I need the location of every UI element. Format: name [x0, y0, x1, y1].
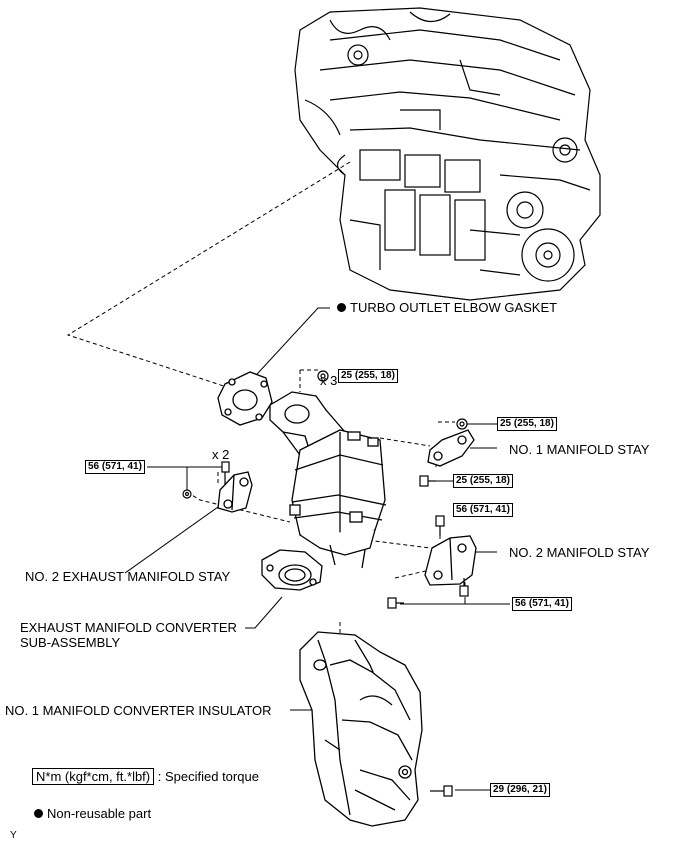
fasteners [182, 370, 469, 797]
torque-insulator-bolt: 29 (296, 21) [490, 783, 550, 797]
gasket-leader-dashed [66, 161, 351, 393]
figure-code: Y [10, 830, 17, 841]
stay1-lower-bolt [419, 475, 436, 487]
no2-exhaust-manifold-stay [217, 471, 253, 513]
stay2-lower-bolt-right [459, 578, 469, 597]
no2-manifold-stay [424, 535, 477, 586]
turbo-outlet-gasket [217, 371, 273, 426]
legend-nonreusable: Non-reusable part [34, 806, 151, 821]
label-insulator: NO. 1 MANIFOLD CONVERTER INSULATOR [5, 703, 272, 718]
multiplier-left: x 2 [212, 447, 230, 462]
torque-stay1-lower: 25 (255, 18) [453, 474, 513, 488]
left-lower-nut [182, 489, 192, 499]
converter-insulator [299, 631, 423, 827]
left-upper-bolt [221, 461, 230, 484]
stay1-upper-nut [456, 418, 468, 430]
multiplier-top: x 3 [320, 373, 338, 388]
alignment-dashed-lines [186, 369, 466, 640]
nonreusable-dot-icon [34, 809, 43, 818]
no1-manifold-stay [427, 429, 475, 467]
torque-stay1-upper: 25 (255, 18) [497, 417, 557, 431]
legend-torque-box: N*m (kgf*cm, ft.*lbf) [32, 768, 155, 785]
gasket-callout-line [246, 307, 330, 386]
legend-nonreusable-text: Non-reusable part [47, 806, 152, 821]
nonreusable-dot-icon [337, 303, 346, 312]
torque-stay2-upper: 56 (571, 41) [453, 503, 513, 517]
exhaust-manifold-converter [261, 391, 387, 591]
label-no2-manifold-stay: NO. 2 MANIFOLD STAY [509, 545, 650, 560]
top-nut [317, 370, 329, 382]
stay2-upper-bolt [435, 515, 445, 536]
label-turbo-gasket: TURBO OUTLET ELBOW GASKET [337, 300, 557, 315]
legend-torque: N*m (kgf*cm, ft.*lbf) : Specified torque [32, 768, 259, 785]
torque-stay2-lower: 56 (571, 41) [512, 597, 572, 611]
torque-top-nut: 25 (255, 18) [338, 369, 398, 383]
label-converter-line1: EXHAUST MANIFOLD CONVERTER [20, 620, 237, 635]
label-converter-line2: SUB-ASSEMBLY [20, 635, 121, 650]
torque-left-bolts: 56 (571, 41) [85, 460, 145, 474]
label-no1-manifold-stay: NO. 1 MANIFOLD STAY [509, 442, 650, 457]
insulator-bolt [430, 785, 453, 797]
stay2-lower-bolt-left [387, 597, 404, 609]
label-no2-exhaust-manifold-stay: NO. 2 EXHAUST MANIFOLD STAY [25, 569, 231, 584]
engine-block-illustration [294, 7, 601, 301]
legend-torque-text: : Specified torque [157, 769, 259, 784]
